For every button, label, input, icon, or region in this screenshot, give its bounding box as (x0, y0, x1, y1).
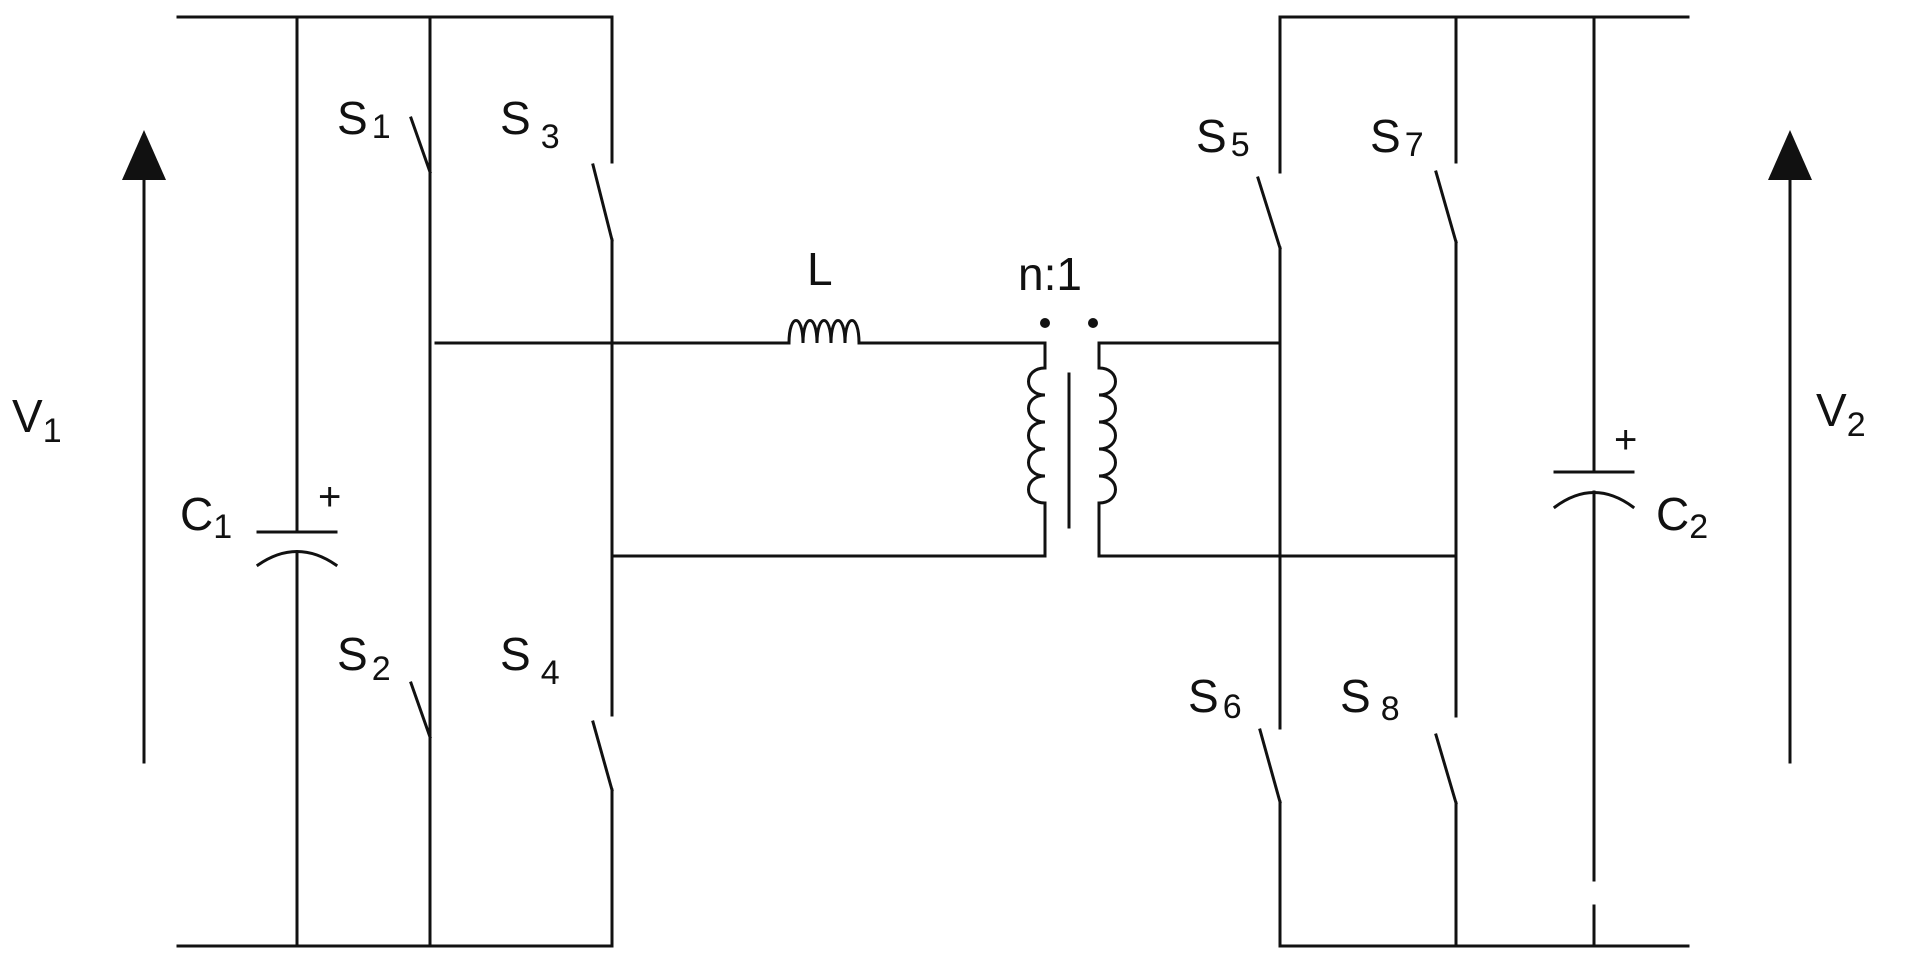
c2-label: C2 (1656, 488, 1708, 546)
capacitor-c2 (1552, 15, 1636, 948)
left-bus-rails (176, 15, 614, 948)
right-leg-2 (1434, 15, 1458, 948)
left-leg-2 (591, 15, 614, 948)
c1-label: C1 (180, 488, 232, 546)
inductor-l (434, 319, 1027, 345)
link-wires (610, 341, 1458, 558)
capacitor-c1 (255, 15, 339, 948)
v2-label: V2 (1816, 384, 1866, 444)
inductor-label: L (807, 243, 833, 295)
v1-label: V1 (12, 390, 62, 450)
c2-polarity-label: + (1614, 418, 1637, 462)
c1-polarity-label: + (318, 475, 341, 519)
right-leg-1 (1256, 15, 1282, 948)
turns-ratio-label: n:1 (1018, 248, 1082, 300)
transformer (1023, 318, 1121, 558)
v2-arrow (1768, 130, 1812, 764)
v1-arrow (122, 130, 166, 764)
left-leg-1 (409, 15, 432, 948)
right-bus-rails (1278, 15, 1690, 948)
